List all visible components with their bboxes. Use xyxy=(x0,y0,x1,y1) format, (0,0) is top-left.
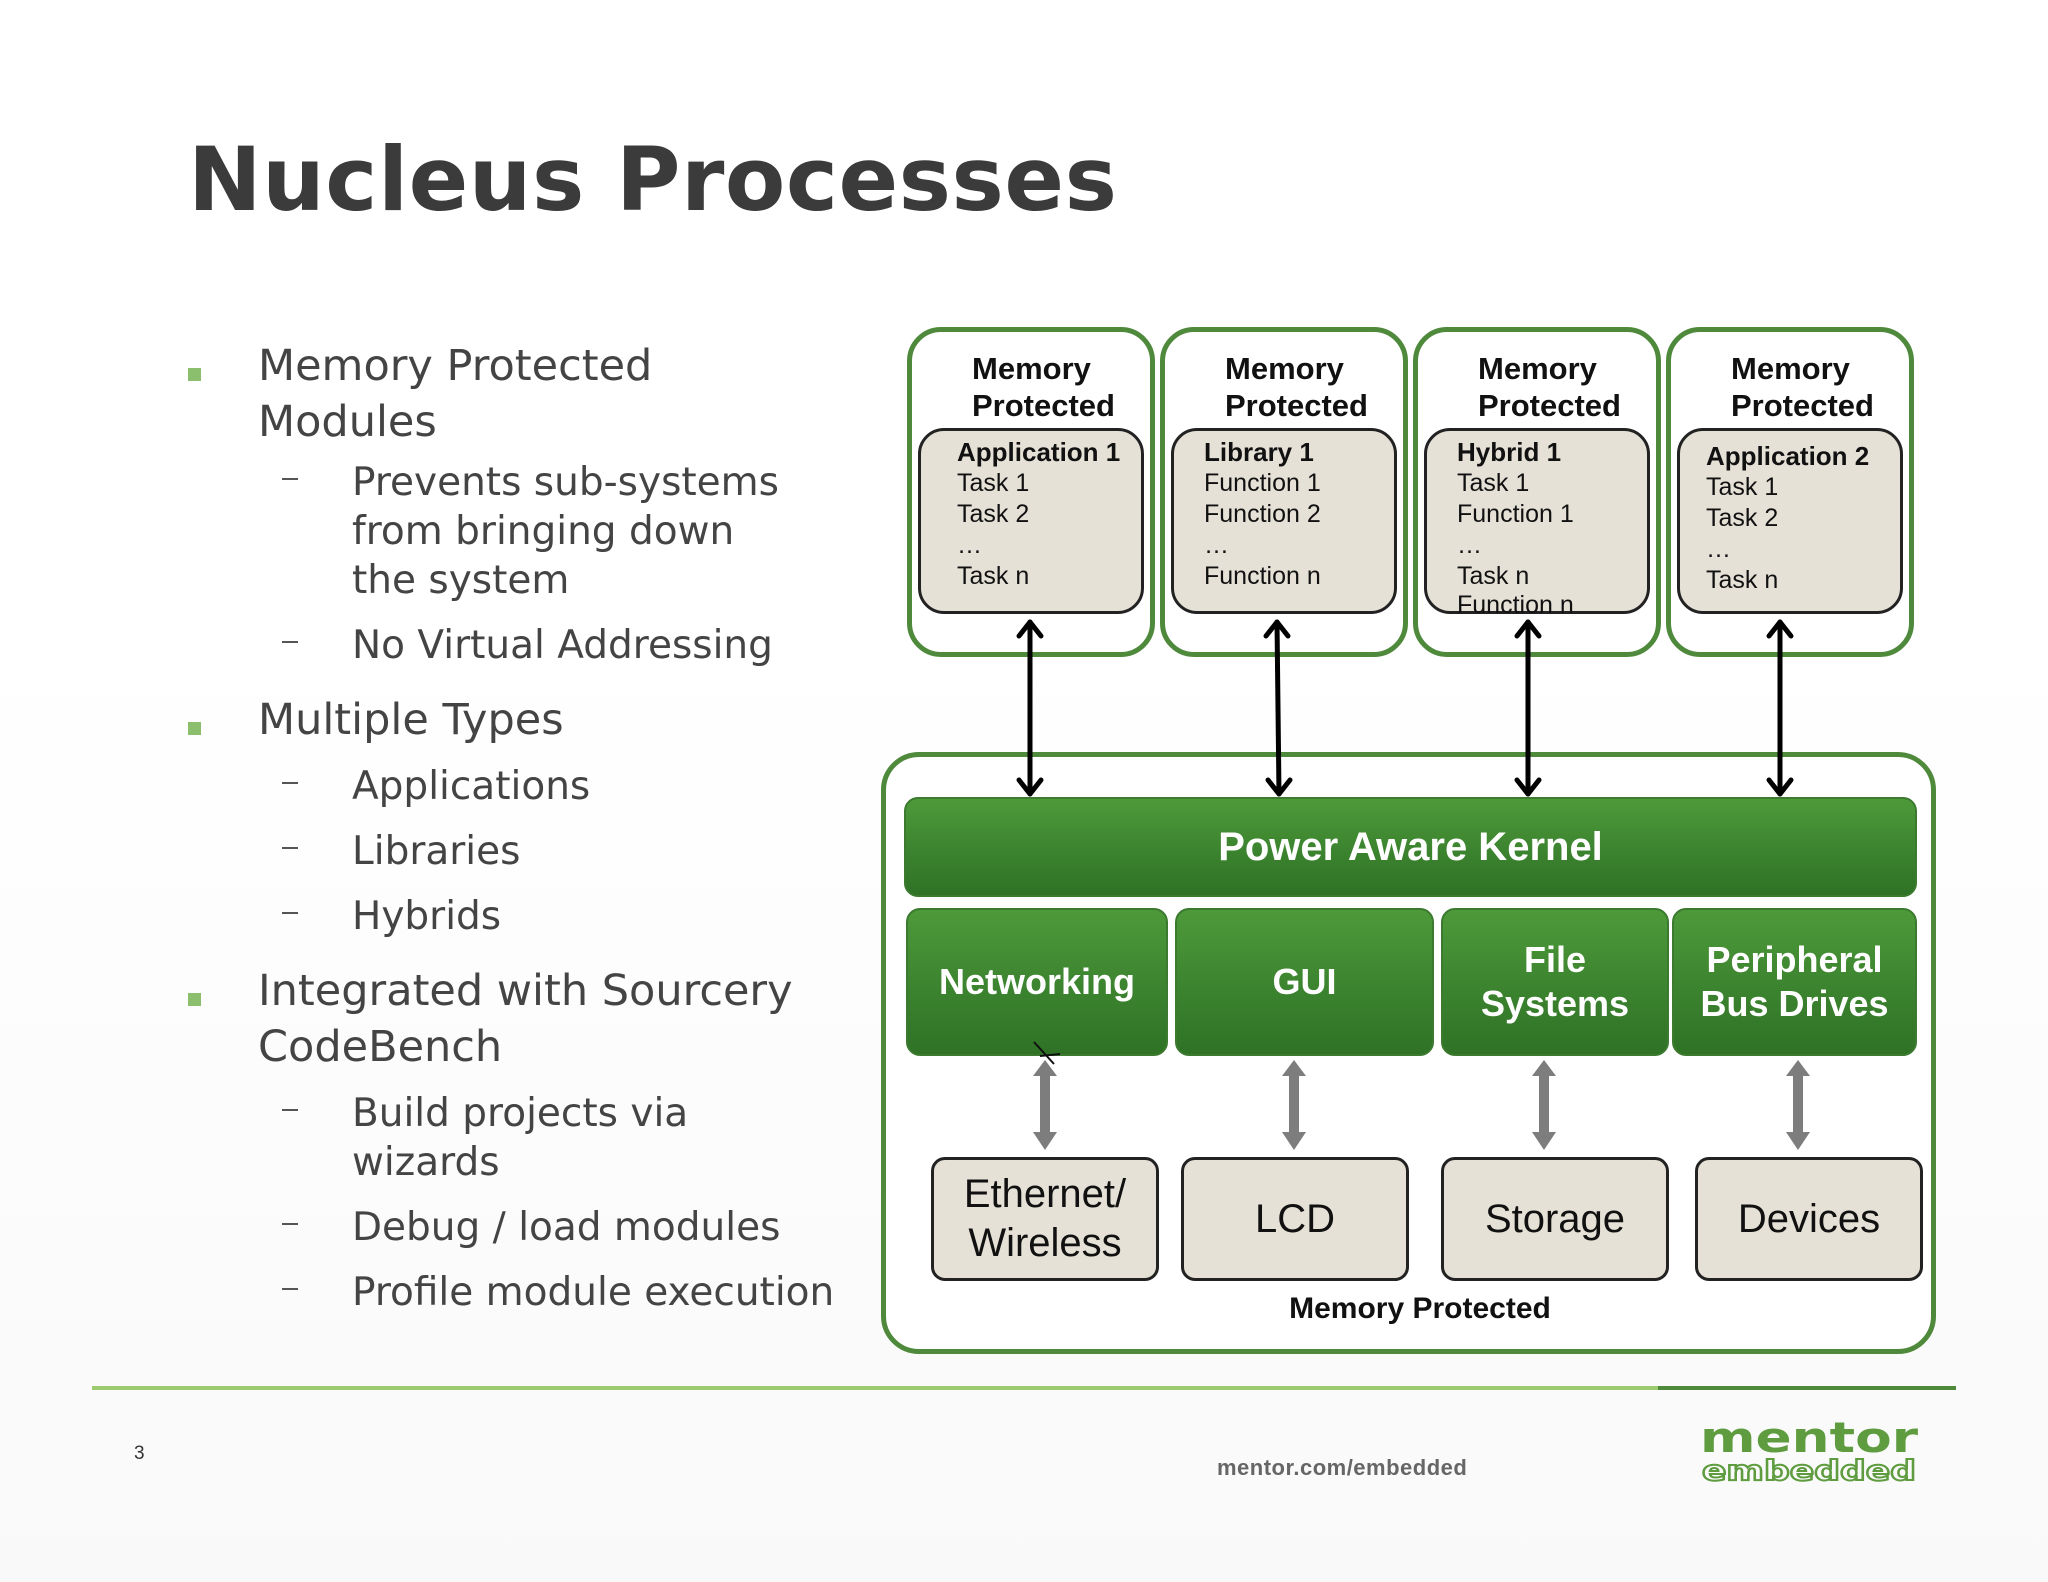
cursor-mark xyxy=(1033,1041,1061,1065)
memory-protected-module: Memory Protected Application 1 Task 1 Ta… xyxy=(907,327,1155,657)
module-kernel-arrow-1 xyxy=(1016,619,1044,797)
bullet-square-icon xyxy=(188,368,201,381)
module-line: … xyxy=(957,531,982,559)
dash-icon xyxy=(282,1288,298,1290)
sub-bullet-item: Libraries xyxy=(186,827,836,876)
sub-bullet-text: Build projects via wizards xyxy=(352,1091,689,1185)
module-contents: Application 1 Task 1 Task 2 … Task n xyxy=(918,428,1144,614)
peripheral-devices-arrow xyxy=(1786,1060,1810,1150)
dash-icon xyxy=(282,641,298,643)
bullet-text: Multiple Types xyxy=(258,695,564,745)
filesystems-storage-arrow xyxy=(1532,1060,1556,1150)
dash-icon xyxy=(282,1109,298,1111)
gray-double-arrows xyxy=(1033,1060,1810,1150)
module-line: Task n xyxy=(1706,566,1779,594)
footer-url: mentor.com/embedded xyxy=(1217,1455,1468,1480)
sub-bullet-item: Prevents sub-systems from bringing down … xyxy=(186,458,836,605)
module-line: Task 1 xyxy=(1457,469,1530,497)
footer-rule-accent xyxy=(1658,1386,1956,1390)
devices-block: Devices xyxy=(1695,1157,1923,1281)
dash-icon xyxy=(282,847,298,849)
module-title: Hybrid 1 xyxy=(1457,437,1562,467)
sub-bullet-text: Prevents sub-systems from bringing down … xyxy=(352,460,779,603)
mentor-embedded-logo: mentor embedded xyxy=(1700,1418,1918,1484)
bullet-item: Memory Protected Modules xyxy=(186,338,836,450)
sub-bullet-item: Profile module execution xyxy=(186,1268,836,1317)
module-contents: Library 1 Function 1 Function 2 … Functi… xyxy=(1171,428,1397,614)
module-line: Function n xyxy=(1457,591,1574,619)
logo-wordmark-top: mentor xyxy=(1700,1418,1918,1462)
bottom-memory-protected-label: Memory Protected xyxy=(1289,1292,1551,1325)
bullet-item: Integrated with Sourcery CodeBench xyxy=(186,963,836,1075)
sub-bullet-text: No Virtual Addressing xyxy=(352,623,773,668)
module-line: … xyxy=(1706,535,1731,563)
file-systems-block: File Systems xyxy=(1441,908,1669,1056)
sub-bullet-item: Build projects via wizards xyxy=(186,1089,836,1187)
page-number: 3 xyxy=(134,1443,145,1464)
slide-title: Nucleus Processes xyxy=(188,128,1118,231)
dash-icon xyxy=(282,912,298,914)
bullet-text: Memory Protected Modules xyxy=(258,341,653,447)
module-header: Memory Protected xyxy=(1731,351,1874,423)
sub-bullet-text: Profile module execution xyxy=(352,1270,835,1315)
module-kernel-arrow-2 xyxy=(1263,619,1293,797)
gui-lcd-arrow xyxy=(1282,1060,1306,1150)
sub-bullet-item: Debug / load modules xyxy=(186,1203,836,1252)
sub-bullet-text: Hybrids xyxy=(352,894,502,939)
module-line: Task 2 xyxy=(1706,504,1779,532)
networking-ethernet-arrow xyxy=(1033,1060,1057,1150)
module-line: Function 1 xyxy=(1204,469,1321,497)
bullet-list: Memory Protected Modules Prevents sub-sy… xyxy=(186,338,836,1333)
module-line: … xyxy=(1457,531,1482,559)
memory-protected-module: Memory Protected Library 1 Function 1 Fu… xyxy=(1160,327,1408,657)
sub-bullet-item: Hybrids xyxy=(186,892,836,941)
sub-bullet-text: Libraries xyxy=(352,829,521,874)
ethernet-wireless-block: Ethernet/ Wireless xyxy=(931,1157,1159,1281)
storage-block: Storage xyxy=(1441,1157,1669,1281)
dash-icon xyxy=(282,1223,298,1225)
module-line: Task 2 xyxy=(957,500,1030,528)
bullet-square-icon xyxy=(188,993,201,1006)
module-contents: Hybrid 1 Task 1 Function 1 … Task n Func… xyxy=(1424,428,1650,618)
dash-icon xyxy=(282,782,298,784)
module-line: … xyxy=(1204,531,1229,559)
module-contents: Application 2 Task 1 Task 2 … Task n xyxy=(1677,428,1903,614)
bullet-item: Multiple Types xyxy=(186,692,836,748)
bullet-square-icon xyxy=(188,722,201,735)
sub-bullet-item: No Virtual Addressing xyxy=(186,621,836,670)
module-line: Function 2 xyxy=(1204,500,1321,528)
module-header: Memory Protected xyxy=(1225,351,1368,423)
module-line: Function n xyxy=(1204,562,1321,590)
memory-protected-module: Memory Protected Hybrid 1 Task 1 Functio… xyxy=(1413,327,1661,657)
footer-rule xyxy=(92,1386,1658,1390)
module-kernel-arrow-4 xyxy=(1766,619,1794,797)
sub-bullet-text: Debug / load modules xyxy=(352,1205,781,1250)
module-title: Application 1 xyxy=(957,437,1121,467)
module-header: Memory Protected xyxy=(1478,351,1621,423)
sub-bullet-item: Applications xyxy=(186,762,836,811)
dash-icon xyxy=(282,478,298,480)
lcd-block: LCD xyxy=(1181,1157,1409,1281)
logo-wordmark-bottom: embedded xyxy=(1702,1454,1916,1484)
bullet-text: Integrated with Sourcery CodeBench xyxy=(258,966,793,1072)
module-title: Library 1 xyxy=(1204,437,1314,467)
memory-protected-module: Memory Protected Application 2 Task 1 Ta… xyxy=(1666,327,1914,657)
module-line: Task n xyxy=(957,562,1030,590)
peripheral-bus-drives-block: Peripheral Bus Drives xyxy=(1672,908,1917,1056)
module-header: Memory Protected xyxy=(972,351,1115,423)
module-line: Task n xyxy=(1457,562,1530,590)
module-line: Function 1 xyxy=(1457,500,1574,528)
gui-block: GUI xyxy=(1175,908,1434,1056)
networking-block: Networking xyxy=(906,908,1168,1056)
power-aware-kernel-block: Power Aware Kernel xyxy=(904,797,1917,897)
module-line: Task 1 xyxy=(1706,473,1779,501)
module-line: Task 1 xyxy=(957,469,1030,497)
module-title: Application 2 xyxy=(1706,441,1870,471)
module-kernel-arrow-3 xyxy=(1514,619,1542,797)
sub-bullet-text: Applications xyxy=(352,764,591,809)
